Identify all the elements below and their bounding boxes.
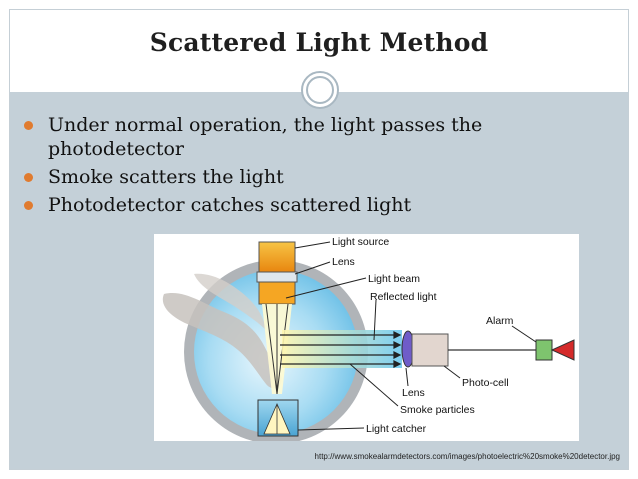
bullet-list: Under normal operation, the light passes… bbox=[22, 113, 582, 221]
image-source-url: http://www.smokealarmdetectors.com/image… bbox=[314, 452, 620, 461]
label-light-source: Light source bbox=[332, 236, 389, 248]
slide-title: Scattered Light Method bbox=[149, 28, 489, 57]
label-light-beam: Light beam bbox=[368, 273, 420, 285]
label-reflected-light: Reflected light bbox=[370, 291, 437, 303]
label-smoke-particles: Smoke particles bbox=[400, 404, 475, 416]
photo-cell-assembly bbox=[401, 330, 536, 368]
reflected-light bbox=[280, 330, 402, 368]
label-photo-cell: Photo-cell bbox=[462, 377, 509, 389]
bullet-item: Smoke scatters the light bbox=[22, 165, 582, 189]
alarm-icon bbox=[535, 339, 575, 361]
label-lens-bottom: Lens bbox=[402, 387, 425, 399]
light-catcher bbox=[257, 399, 299, 437]
bullet-dot-icon bbox=[24, 173, 33, 182]
bullet-item: Photodetector catches scattered light bbox=[22, 193, 582, 217]
bullet-text: Under normal operation, the light passes… bbox=[48, 114, 483, 160]
divider-circle-inner bbox=[306, 76, 334, 104]
label-lens-top: Lens bbox=[332, 256, 355, 268]
light-source bbox=[256, 241, 298, 305]
bullet-item: Under normal operation, the light passes… bbox=[22, 113, 582, 161]
label-alarm: Alarm bbox=[486, 315, 514, 327]
bullet-dot-icon bbox=[24, 201, 33, 210]
bullet-text: Photodetector catches scattered light bbox=[48, 194, 412, 216]
slide-frame bbox=[9, 9, 629, 470]
bullet-dot-icon bbox=[24, 121, 33, 130]
bullet-text: Smoke scatters the light bbox=[48, 166, 284, 188]
smoke-detector-diagram: Light source Lens Light beam Reflected l… bbox=[154, 234, 579, 444]
smoke-cloud bbox=[162, 293, 282, 389]
label-light-catcher: Light catcher bbox=[366, 423, 427, 435]
